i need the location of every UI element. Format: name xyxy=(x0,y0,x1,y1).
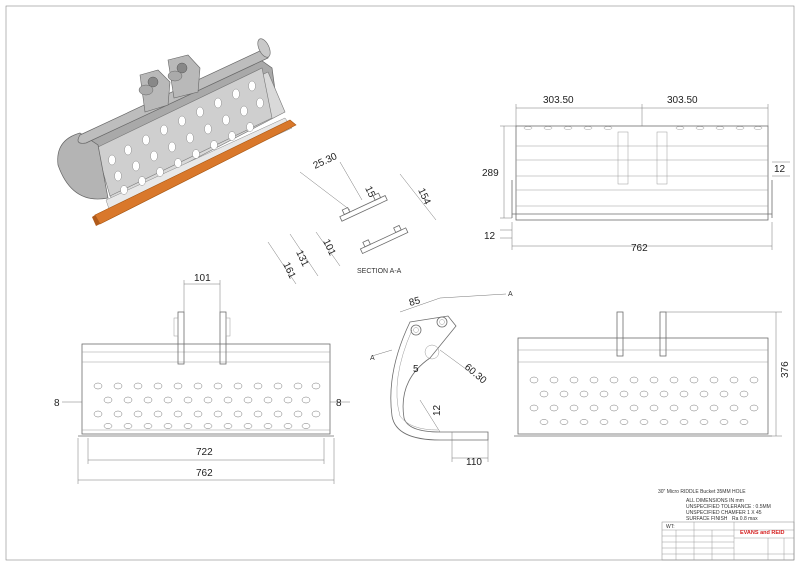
dim-front-right-8: 8 xyxy=(336,398,342,409)
dim-top-left-12: 12 xyxy=(484,231,496,242)
title-block-note4-value: Ra 0.8 max xyxy=(732,516,758,522)
title-block-note2: UNSPECIFIED TOLERANCE : 0.5MM xyxy=(686,504,771,510)
section-marker-left: A xyxy=(370,355,375,362)
dim-front-101: 101 xyxy=(194,273,211,284)
dim-section-161: 161 xyxy=(280,261,297,281)
dim-top-left-width: 303.50 xyxy=(543,95,574,106)
title-block-note1: ALL DIMENSIONS IN mm xyxy=(686,498,744,504)
section-marker-top: A xyxy=(508,291,513,298)
dim-top-overall: 762 xyxy=(631,243,648,254)
side-view: 85 60.30 5 12 110 A A xyxy=(370,291,513,468)
top-view: 303.50 303.50 289 12 12 762 xyxy=(482,95,790,254)
sheet-border xyxy=(5,5,795,561)
dim-side-110: 110 xyxy=(466,457,482,468)
company-name: EVANS and REID xyxy=(740,530,785,536)
title-block-note3: UNSPECIFIED CHAMFER 1 X 45 xyxy=(686,510,762,516)
front-view: 101 8 8 722 762 xyxy=(54,273,350,484)
dim-front-722: 722 xyxy=(196,447,213,458)
dim-side-12: 12 xyxy=(432,404,443,416)
dim-section-25: 25.30 xyxy=(312,151,340,172)
title-block-note4: SURFACE FINISH xyxy=(686,516,728,522)
dim-front-762: 762 xyxy=(196,468,213,479)
dim-section-15: 15 xyxy=(362,185,377,200)
title-block-wt: WT: xyxy=(666,524,675,530)
dim-section-154: 154 xyxy=(415,187,432,207)
title-block: 30" Micro RIDDLE Bucket 35MM HOLE ALL DI… xyxy=(658,489,795,561)
dim-side-85: 85 xyxy=(408,295,422,309)
section-label: SECTION A-A xyxy=(357,268,402,275)
dim-front-left-8: 8 xyxy=(54,398,60,409)
dim-section-131: 131 xyxy=(293,249,310,269)
dim-top-height: 289 xyxy=(482,168,499,179)
rear-view: 376 xyxy=(514,311,791,437)
dim-top-right-12: 12 xyxy=(774,164,786,175)
section-a-a: 25.30 15 154 101 131 161 SECTION A-A xyxy=(267,151,437,285)
cutting-edge xyxy=(94,119,297,225)
title-block-title: 30" Micro RIDDLE Bucket 35MM HOLE xyxy=(658,489,746,495)
dim-side-5: 5 xyxy=(413,364,419,375)
dim-right-376: 376 xyxy=(780,361,791,378)
isometric-bucket-view xyxy=(57,38,297,226)
dim-side-60: 60.30 xyxy=(462,362,489,387)
dim-section-101: 101 xyxy=(320,238,337,258)
dim-top-right-width: 303.50 xyxy=(667,95,698,106)
